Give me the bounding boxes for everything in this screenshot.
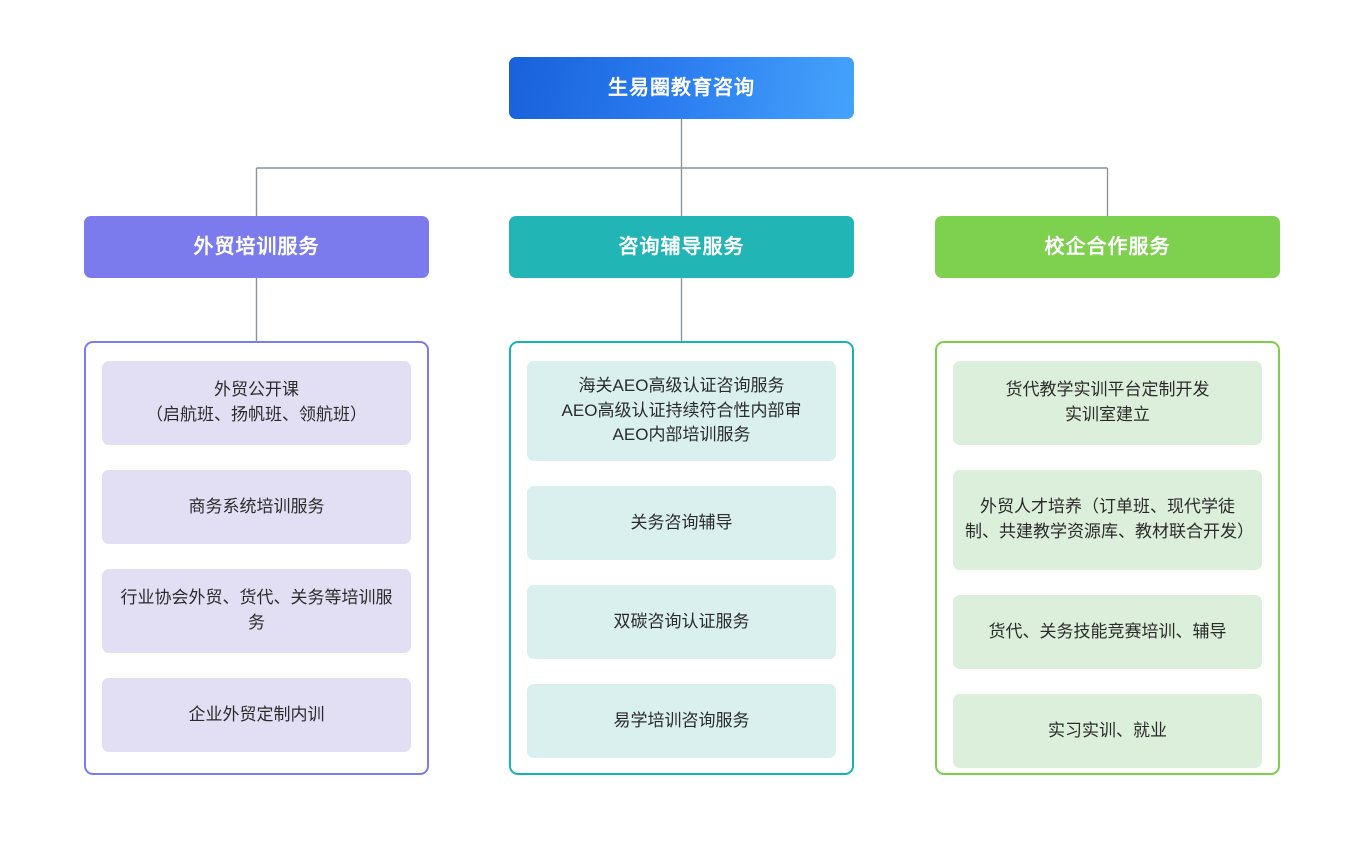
root-node[interactable]: 生易圈教育咨询: [509, 57, 854, 119]
item-panel-zixun-fudao: 海关AEO高级认证咨询服务 AEO高级认证持续符合性内部审 AEO内部培训服务 …: [509, 341, 854, 775]
branch-column-waimao-peixun: 外贸培训服务 外贸公开课 （启航班、扬帆班、领航班） 商务系统培训服务 行业协会…: [84, 216, 429, 775]
item-card[interactable]: 双碳咨询认证服务: [527, 585, 836, 659]
item-card[interactable]: 关务咨询辅导: [527, 486, 836, 560]
category-header-label: 外贸培训服务: [193, 236, 320, 258]
item-card[interactable]: 实习实训、就业: [953, 694, 1262, 768]
category-header-xiaoqi-hezuo[interactable]: 校企合作服务: [935, 216, 1280, 278]
item-card[interactable]: 外贸公开课 （启航班、扬帆班、领航班）: [102, 361, 411, 445]
item-card[interactable]: 外贸人才培养（订单班、现代学徒制、共建教学资源库、教材联合开发）: [953, 470, 1262, 570]
category-header-zixun-fudao[interactable]: 咨询辅导服务: [509, 216, 854, 278]
item-panel-waimao-peixun: 外贸公开课 （启航班、扬帆班、领航班） 商务系统培训服务 行业协会外贸、货代、关…: [84, 341, 429, 775]
item-card[interactable]: 货代教学实训平台定制开发 实训室建立: [953, 361, 1262, 445]
item-card[interactable]: 货代、关务技能竞赛培训、辅导: [953, 595, 1262, 669]
category-header-label: 咨询辅导服务: [618, 236, 745, 258]
item-panel-xiaoqi-hezuo: 货代教学实训平台定制开发 实训室建立 外贸人才培养（订单班、现代学徒制、共建教学…: [935, 341, 1280, 775]
category-header-label: 校企合作服务: [1044, 236, 1171, 258]
item-card[interactable]: 企业外贸定制内训: [102, 678, 411, 752]
item-card[interactable]: 易学培训咨询服务: [527, 684, 836, 758]
branch-column-zixun-fudao: 咨询辅导服务 海关AEO高级认证咨询服务 AEO高级认证持续符合性内部审 AEO…: [509, 216, 854, 775]
root-node-label: 生易圈教育咨询: [608, 77, 755, 99]
item-card[interactable]: 商务系统培训服务: [102, 470, 411, 544]
branch-column-xiaoqi-hezuo: 校企合作服务 货代教学实训平台定制开发 实训室建立 外贸人才培养（订单班、现代学…: [935, 216, 1280, 775]
item-card[interactable]: 行业协会外贸、货代、关务等培训服务: [102, 569, 411, 653]
category-header-waimao-peixun[interactable]: 外贸培训服务: [84, 216, 429, 278]
item-card[interactable]: 海关AEO高级认证咨询服务 AEO高级认证持续符合性内部审 AEO内部培训服务: [527, 361, 836, 461]
